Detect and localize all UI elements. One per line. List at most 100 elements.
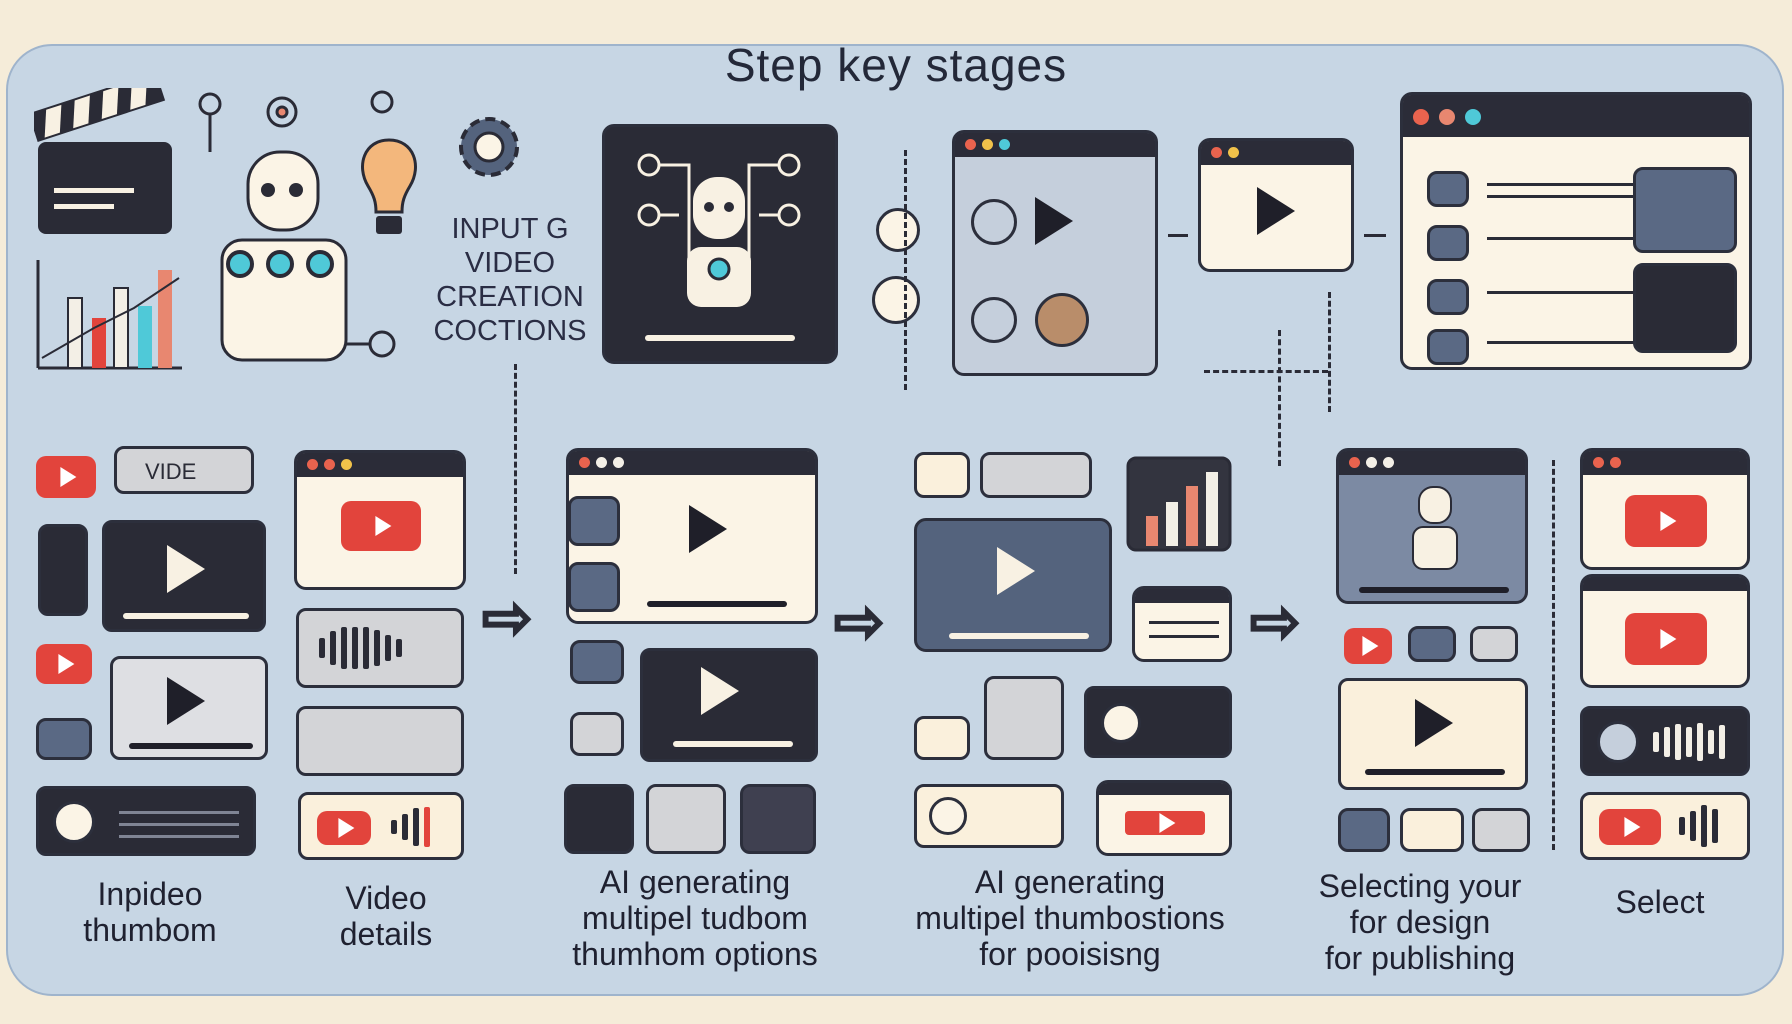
stage-5-label: Selecting your for design for publishing: [1290, 868, 1550, 976]
video-player[interactable]: [110, 656, 268, 760]
youtube-icon[interactable]: [1344, 628, 1392, 664]
list-line: [1487, 195, 1637, 198]
audio-wave[interactable]: [296, 608, 464, 688]
window-titlebar: [1339, 451, 1525, 475]
progress-bar: [645, 335, 795, 341]
control-panel[interactable]: [984, 676, 1064, 760]
gear-icon: [876, 208, 920, 252]
text-line: [1149, 635, 1219, 638]
play-icon[interactable]: [929, 797, 967, 835]
video-player[interactable]: [102, 520, 266, 632]
audio-track[interactable]: [36, 786, 256, 856]
connector-line: [514, 364, 517, 574]
youtube-icon[interactable]: [341, 501, 421, 551]
audio-clip[interactable]: [1580, 792, 1750, 860]
list-line: [1487, 183, 1637, 186]
play-icon[interactable]: [689, 505, 727, 553]
play-button[interactable]: [568, 496, 620, 546]
gear-icon: [872, 276, 920, 324]
connector-line: [1364, 234, 1386, 237]
play-icon[interactable]: [1415, 699, 1453, 747]
progress-bar: [949, 633, 1089, 639]
play-icon[interactable]: [53, 801, 95, 843]
audio-wave-icon: [319, 627, 402, 669]
progress-bar: [647, 601, 787, 607]
lightbulb-icon: [361, 138, 417, 234]
video-player[interactable]: [640, 648, 818, 762]
phone-icon[interactable]: [38, 524, 88, 616]
play-icon[interactable]: [167, 677, 205, 725]
video-badge[interactable]: VIDE: [114, 446, 254, 494]
youtube-icon[interactable]: [1599, 809, 1661, 845]
media-controls[interactable]: [296, 706, 464, 776]
progress-bar: [123, 613, 249, 619]
window-titlebar: [1099, 783, 1229, 795]
play-icon[interactable]: [1101, 703, 1141, 743]
label-line: for pooisisng: [979, 936, 1161, 972]
connector-line: [904, 150, 907, 390]
youtube-icon[interactable]: [1625, 613, 1707, 665]
video-badge-label: VIDE: [145, 459, 197, 484]
audio-track[interactable]: [1084, 686, 1232, 758]
audio-wave-icon: [391, 807, 430, 847]
audio-track[interactable]: [914, 784, 1064, 848]
page-title: Step key stages: [724, 39, 1068, 91]
avatar[interactable]: [1633, 263, 1737, 353]
thumbnail-option[interactable]: [740, 784, 816, 854]
play-icon[interactable]: [167, 545, 205, 593]
play-icon[interactable]: [1035, 197, 1073, 245]
play-button[interactable]: [914, 716, 970, 760]
thumbnail-option[interactable]: [646, 784, 726, 854]
bar-chart-icon: [1126, 456, 1232, 552]
stage-3-label: AI generating multipel tudbom thumhom op…: [520, 864, 870, 972]
film-tile[interactable]: [1472, 808, 1530, 852]
caption-line: COCTIONS: [433, 315, 587, 347]
text-tile[interactable]: [1400, 808, 1464, 852]
stage-6-label: Select: [1580, 884, 1740, 920]
connector-line: [1552, 460, 1555, 850]
label-line: thumbom: [83, 912, 217, 948]
avatar[interactable]: [1633, 167, 1737, 253]
final-video-window: [1580, 574, 1750, 688]
play-button[interactable]: [1338, 808, 1390, 852]
play-button[interactable]: [570, 712, 624, 756]
play-button[interactable]: [568, 562, 620, 612]
play-button[interactable]: [1408, 626, 1456, 662]
list-item-icon[interactable]: [1427, 225, 1469, 261]
text-window: [1132, 586, 1232, 662]
video-player[interactable]: [1338, 678, 1528, 790]
gear-icon: [971, 199, 1017, 245]
top-caption: INPUT G VIDEO CREATION COCTIONS: [420, 212, 600, 348]
audio-clip[interactable]: [298, 792, 464, 860]
play-button[interactable]: [570, 640, 624, 684]
youtube-icon[interactable]: [36, 456, 96, 498]
play-icon[interactable]: [1257, 187, 1295, 235]
list-item-icon[interactable]: [1427, 279, 1469, 315]
icon-tile[interactable]: [980, 452, 1092, 498]
youtube-icon[interactable]: [317, 811, 371, 845]
play-button[interactable]: [1470, 626, 1518, 662]
list-item-icon[interactable]: [1427, 171, 1469, 207]
youtube-icon[interactable]: [36, 644, 92, 684]
clapperboard-icon: [34, 88, 172, 234]
progress-bar: [1365, 769, 1505, 775]
caption-line: CREATION: [436, 281, 584, 313]
thumbnail-option[interactable]: [564, 784, 634, 854]
icon-tile[interactable]: [914, 452, 970, 498]
play-icon[interactable]: [997, 547, 1035, 595]
play-icon[interactable]: [701, 667, 739, 715]
list-item-icon[interactable]: [1427, 329, 1469, 365]
play-icon[interactable]: [1597, 721, 1639, 763]
youtube-icon[interactable]: [1125, 811, 1205, 835]
connector-line: [1204, 370, 1328, 373]
youtube-icon[interactable]: [1625, 495, 1707, 547]
stage-2-label: Video details: [276, 880, 496, 952]
ai-robot-window: [602, 124, 838, 364]
media-thumb-icon[interactable]: [1035, 293, 1089, 347]
arrow-right-icon: ⇨: [832, 588, 885, 655]
arrow-right-icon: ⇨: [1248, 588, 1301, 655]
audio-track[interactable]: [1580, 706, 1750, 776]
play-button[interactable]: [36, 718, 92, 760]
label-line: Video: [345, 880, 427, 916]
connector-line: [1168, 234, 1188, 237]
